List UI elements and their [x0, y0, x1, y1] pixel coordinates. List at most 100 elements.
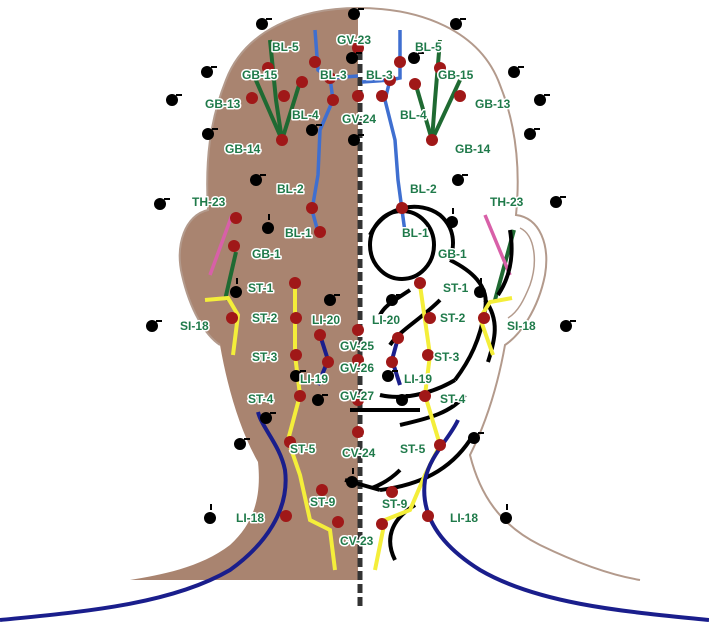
point-gb13-r [454, 90, 466, 102]
label-li18-r: LI-18 [450, 511, 478, 525]
label-bl3-r: BL-3 [366, 68, 393, 82]
point-li20-r [392, 332, 404, 344]
point-st3-l [290, 349, 302, 361]
point-mid-l [352, 90, 364, 102]
point-gb1-l [228, 240, 240, 252]
marker-icon [396, 394, 412, 406]
marker-icon [452, 174, 468, 186]
point-cv23 [332, 516, 344, 528]
label-bl5-r: BL-5 [415, 40, 442, 54]
point-cv23-r [376, 518, 388, 530]
label-gb14-l: GB-14 [225, 142, 261, 156]
label-st4-l: ST-4 [248, 392, 274, 406]
point-st1-l [289, 277, 301, 289]
label-si18-l: SI-18 [180, 319, 209, 333]
marker-icon [204, 504, 216, 524]
marker-icon [386, 294, 402, 306]
point-li20-l [314, 329, 326, 341]
marker-icon [550, 196, 566, 208]
point-bl2-r [396, 202, 408, 214]
label-li20-r: LI-20 [372, 313, 400, 327]
label-gv25: GV-25 [340, 339, 374, 353]
label-st2-l: ST-2 [252, 311, 278, 325]
label-th23-r: TH-23 [490, 195, 524, 209]
point-st1-r [414, 277, 426, 289]
point-si18-r [478, 312, 490, 324]
label-bl5-l: BL-5 [272, 40, 299, 54]
label-cv23: CV-23 [340, 534, 374, 548]
marker-icon [154, 198, 170, 210]
label-li19-l: LI-19 [300, 372, 328, 386]
point-li19-r [386, 356, 398, 368]
label-gv23: GV-23 [337, 33, 371, 47]
point-bl5-l [309, 56, 321, 68]
label-gb15-r: GB-15 [438, 68, 474, 82]
label-bl2-r: BL-2 [410, 182, 437, 196]
point-bl5-r [394, 56, 406, 68]
point-gv25 [352, 324, 364, 336]
point-li18-l [280, 510, 292, 522]
marker-icon [508, 66, 524, 78]
point-st3-r [422, 349, 434, 361]
marker-icon [500, 504, 512, 524]
label-bl1-l: BL-1 [285, 226, 312, 240]
marker-icon [468, 432, 484, 444]
label-si18-r: SI-18 [507, 319, 536, 333]
point-gv24 [327, 94, 339, 106]
label-st2-r: ST-2 [440, 311, 466, 325]
label-st3-r: ST-3 [434, 350, 460, 364]
label-gv24: GV-24 [342, 112, 376, 126]
point-bl4-r [376, 90, 388, 102]
point-bl2-l [306, 202, 318, 214]
label-li20-l: LI-20 [312, 313, 340, 327]
label-st5-l: ST-5 [290, 442, 316, 456]
point-cv24 [352, 426, 364, 438]
marker-icon [446, 208, 458, 228]
point-top-l [296, 76, 308, 88]
marker-icon [166, 94, 182, 106]
point-bl4-l [278, 90, 290, 102]
marker-icon [560, 320, 576, 332]
label-gb14-r: GB-14 [455, 142, 491, 156]
marker-icon [146, 320, 162, 332]
label-li19-r: LI-19 [404, 372, 432, 386]
marker-icon [450, 18, 466, 30]
point-li19-l [322, 356, 334, 368]
point-li18-r [422, 510, 434, 522]
label-cv24: CV-24 [342, 446, 376, 460]
marker-icon [524, 128, 540, 140]
point-gb14-r [426, 134, 438, 146]
label-li18-l: LI-18 [236, 511, 264, 525]
point-st2-l [290, 312, 302, 324]
point-gb13-l [246, 92, 258, 104]
label-st1-l: ST-1 [248, 281, 274, 295]
label-gb1-l: GB-1 [252, 247, 281, 261]
label-bl3-l: BL-3 [320, 68, 347, 82]
label-st3-l: ST-3 [252, 350, 278, 364]
label-st9-l: ST-9 [310, 495, 336, 509]
point-th23-l [230, 212, 242, 224]
point-gb14-l [276, 134, 288, 146]
label-bl4-l: BL-4 [292, 108, 319, 122]
point-st4-r [419, 390, 431, 402]
label-st9-r: ST-9 [382, 497, 408, 511]
marker-icon [201, 66, 217, 78]
label-gb1-r: GB-1 [438, 247, 467, 261]
label-gv26: GV-26 [340, 361, 374, 375]
marker-icon [348, 8, 364, 20]
label-gb13-r: GB-13 [475, 97, 511, 111]
label-th23-l: TH-23 [192, 195, 226, 209]
label-st5-r: ST-5 [400, 442, 426, 456]
label-st1-r: ST-1 [443, 281, 469, 295]
label-st4-r: ST-4 [440, 392, 466, 406]
point-st5-r [434, 439, 446, 451]
point-st2-r [424, 312, 436, 324]
marker-icon [256, 18, 272, 30]
label-gb15-l: GB-15 [242, 68, 278, 82]
label-gb13-l: GB-13 [205, 97, 241, 111]
label-bl1-r: BL-1 [402, 226, 429, 240]
label-gv27: GV-27 [340, 389, 374, 403]
marker-icon [234, 438, 250, 450]
point-bl1-l [314, 226, 326, 238]
